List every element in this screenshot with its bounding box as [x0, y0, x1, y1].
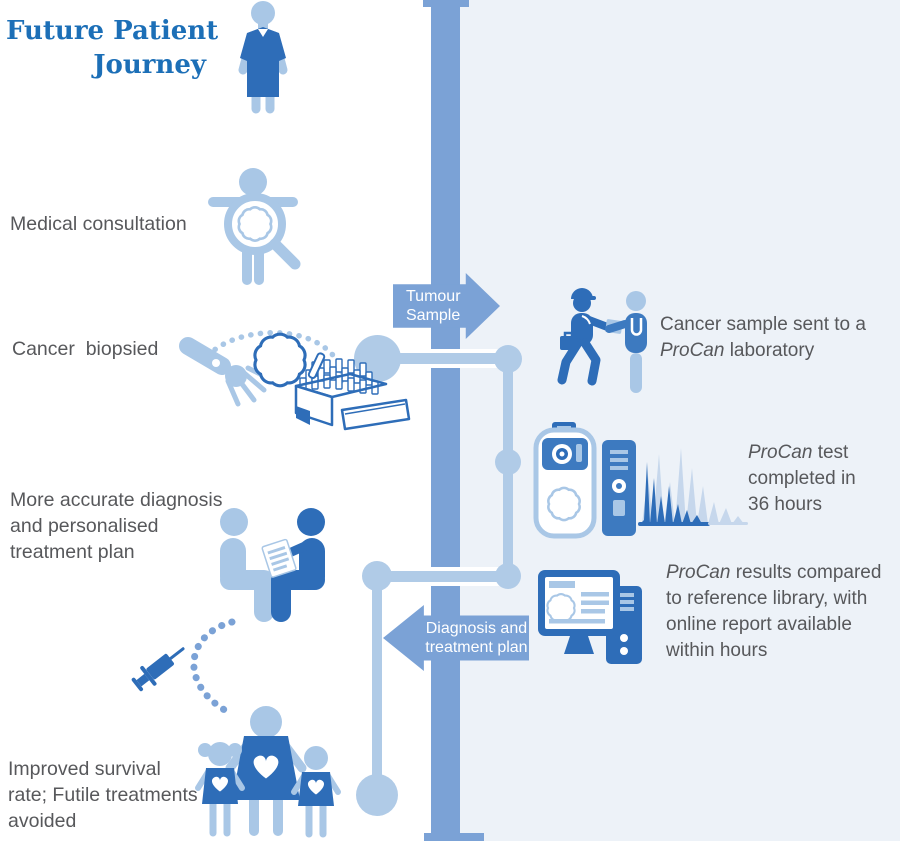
heart-icon [211, 776, 229, 792]
text-sample-sent: Cancer sample sent to a ProCan laborator… [660, 312, 866, 364]
page-title: Future Patient Journey [6, 16, 219, 80]
courier-handoff-icon [557, 288, 647, 393]
right-panel-background [458, 0, 900, 841]
text-test-line2: completed in [748, 468, 856, 489]
timeline-bottom-cap [424, 833, 484, 841]
timeline-bar [431, 0, 460, 841]
child-girl-figure [195, 742, 245, 837]
label-accurate-diagnosis: More accurate diagnosis and personalised… [10, 489, 223, 563]
biopsy-sample-icon [179, 330, 411, 431]
spectrometer-machine [533, 422, 597, 539]
doctor-seated [261, 508, 325, 622]
text-results-compared: ProCan results compared to reference lib… [666, 560, 881, 664]
parent-figure [225, 706, 307, 836]
report-monitor-icon [538, 570, 642, 664]
heart-icon [307, 779, 325, 795]
mass-spectrometer-icon [533, 422, 748, 539]
lab-staff-figure [605, 291, 647, 393]
connector-node-plan [362, 561, 392, 591]
connector-line-tumour-sample [376, 349, 514, 368]
syringe-icon [131, 647, 185, 692]
brand-procan: ProCan [748, 442, 813, 463]
label-medical-consultation: Medical consultation [10, 213, 187, 235]
text-test-line3: 36 hours [748, 494, 822, 515]
text-results-line3: online report available [666, 614, 852, 635]
treatment-plan-document [261, 538, 297, 578]
heart-icon [253, 755, 279, 779]
monitor-with-report [538, 570, 620, 654]
text-results-line4: within hours [666, 640, 768, 661]
brand-procan: ProCan [660, 340, 725, 361]
label-improved-survival: Improved survival rate; Futile treatment… [8, 758, 198, 832]
courier-figure [557, 288, 623, 386]
computer-tower-icon [602, 440, 636, 536]
family-hearts-icon [195, 706, 341, 838]
connector-node-sample-received [494, 345, 522, 373]
connector-node-results [495, 563, 521, 589]
child-boy-figure [291, 746, 341, 838]
patient-seated [220, 508, 274, 622]
tumour-cells-icon [547, 486, 581, 522]
text-test-line1: test [812, 442, 849, 463]
label-cancer-biopsied: Cancer biopsied [12, 338, 159, 360]
timeline-top-cap [423, 0, 469, 7]
diagnosis-arrow: Diagnosis and treatment plan [383, 605, 529, 671]
brand-procan: ProCan [666, 562, 731, 583]
text-sample-sent-line2: laboratory [724, 340, 815, 361]
tumour-cells-icon [546, 593, 576, 623]
dotted-path-icon [190, 618, 236, 716]
self-exam-magnifier-icon [208, 168, 301, 285]
hospital-patient-icon [238, 1, 288, 114]
text-results-line2: to reference library, with [666, 588, 868, 609]
text-results-line1: results compared [730, 562, 882, 583]
text-test-completed: ProCan test completed in 36 hours [748, 440, 856, 518]
connector-line-left-vertical [372, 575, 382, 797]
tumour-cells-icon [253, 332, 307, 388]
text-sample-sent-line1: Cancer sample sent to a [660, 314, 866, 335]
doctor-consult-icon [220, 508, 325, 622]
sample-rack-icon [294, 352, 411, 431]
connector-line-diagnosis [377, 567, 511, 586]
diagnosis-arrow-label: Diagnosis and treatment plan [425, 620, 528, 656]
connector-node-test [495, 449, 521, 475]
tumour-sample-arrow-label: Tumour Sample [406, 288, 461, 324]
connector-node-outcome [356, 774, 398, 816]
spectrum-peaks-icon [638, 448, 748, 526]
